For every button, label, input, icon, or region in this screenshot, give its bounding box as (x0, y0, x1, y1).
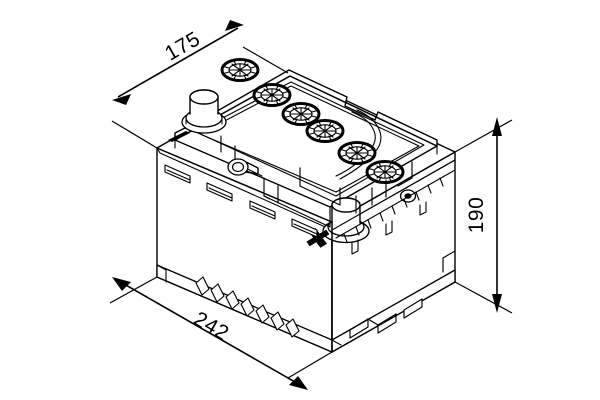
vent-cap-5 (337, 141, 377, 165)
vent-cap-3 (281, 102, 321, 126)
dimension-242 (109, 276, 333, 390)
grip-slot-1 (164, 164, 191, 184)
dimension-175-extension-lines (111, 46, 289, 149)
dimension-242-arrow-end (289, 376, 308, 390)
base-ledge-right (349, 298, 423, 339)
grip-slot-3 (249, 200, 276, 220)
negative-terminal (181, 89, 227, 134)
dimension-175-line (117, 27, 239, 98)
dimension-175 (111, 20, 289, 149)
dimension-242-line (116, 279, 303, 387)
dimension-175-arrow-end (225, 20, 244, 31)
dimension-190-extension-lines (454, 119, 513, 314)
grip-slot-4 (291, 218, 318, 238)
battery-body-group (156, 58, 456, 353)
vent-cap-4 (305, 119, 345, 143)
vent-cap-6 (365, 160, 405, 184)
lid-sawtooth-band (331, 159, 456, 255)
front-face-grip-slots (164, 164, 318, 238)
dimension-190-label: 190 (465, 197, 488, 234)
dimension-190-arrow-top (492, 117, 502, 136)
grip-slot-2 (206, 182, 233, 202)
lid-channel-structure (220, 135, 413, 228)
dimension-190-arrow-bottom (492, 294, 502, 313)
dimension-190 (454, 117, 513, 314)
vent-cap-group (220, 58, 405, 184)
dimension-175-arrow-start (112, 94, 131, 105)
base-sawtooth-teeth (195, 276, 300, 338)
dimension-242-arrow-start (112, 277, 131, 291)
right-face-step (442, 250, 456, 273)
lid-port-oval (227, 158, 259, 176)
vent-cap-1 (220, 58, 260, 82)
vent-cap-2 (252, 83, 292, 107)
lid-vent-slot (168, 131, 190, 142)
